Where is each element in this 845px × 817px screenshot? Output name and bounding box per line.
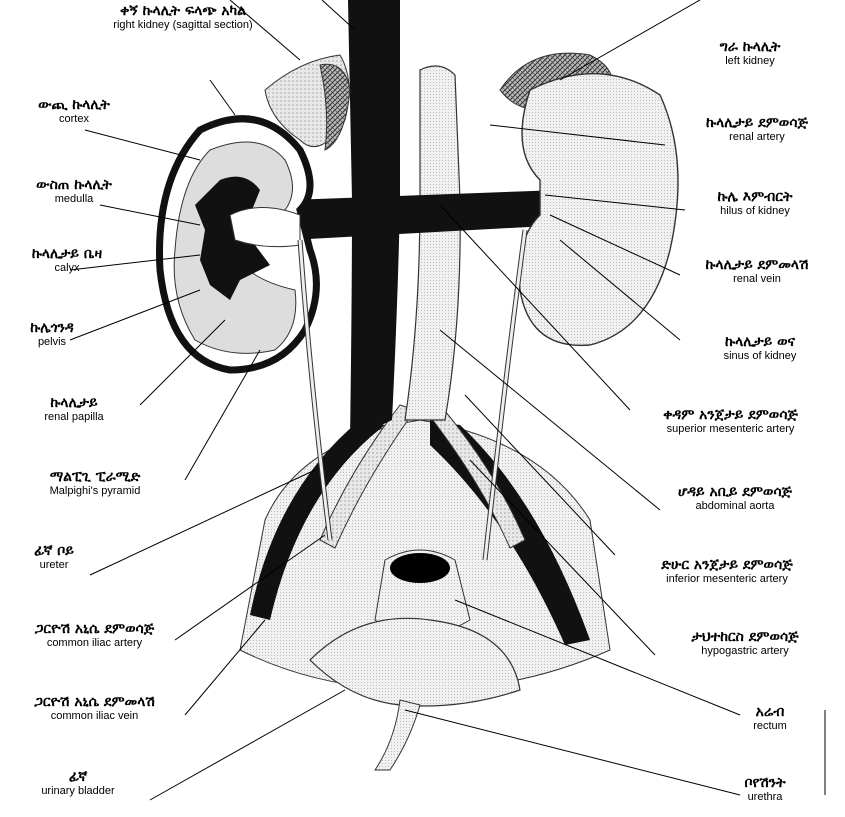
abdominal-aorta [405, 66, 460, 420]
urethra [375, 700, 420, 770]
right-kidney-section [160, 119, 317, 370]
rectum-lumen [390, 553, 450, 583]
left-kidney [519, 74, 678, 346]
